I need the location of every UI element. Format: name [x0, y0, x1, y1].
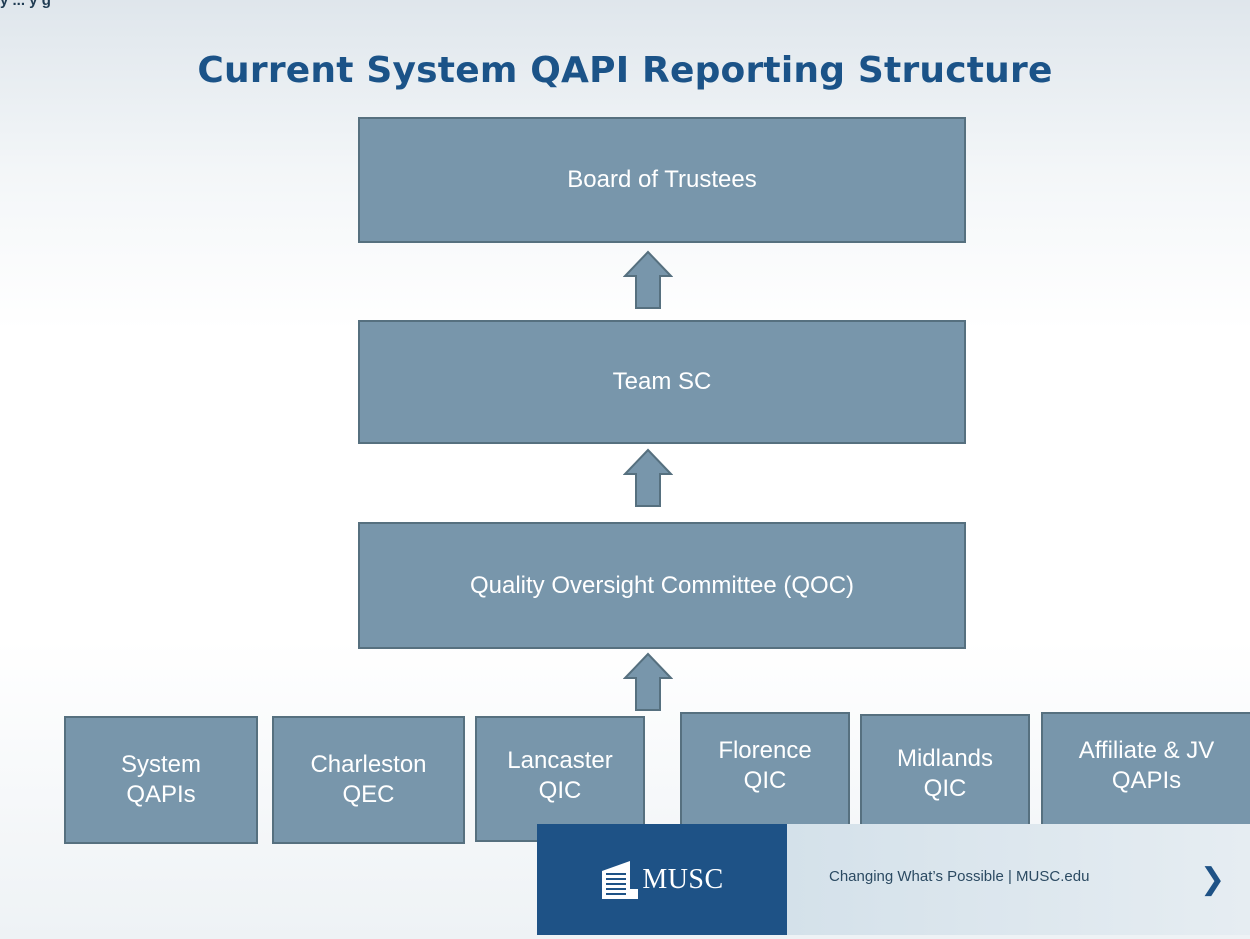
building-icon [602, 860, 639, 899]
node-florence-qic: Florence QIC [680, 712, 850, 837]
footer-tagline[interactable]: Changing What’s Possible | MUSC.edu [829, 868, 1090, 885]
musc-logo[interactable]: MUSC [537, 824, 787, 935]
node-label-line2: QAPIs [1111, 767, 1182, 794]
logo-text: MUSC [642, 863, 724, 895]
node-affiliate-jv-qapis: Affiliate & JV QAPIs [1041, 712, 1250, 837]
node-label-line1: Affiliate & JV [1078, 737, 1215, 764]
node-label: Quality Oversight Committee (QOC) [469, 571, 855, 599]
node-label-line1: Lancaster [507, 747, 613, 774]
node-charleston-qec: Charleston QEC [272, 716, 465, 844]
node-board-of-trustees: Board of Trustees [358, 117, 966, 243]
header-fragment: y ... y g [0, 0, 51, 9]
arrow-up-icon [623, 250, 673, 309]
node-label-line2: QIC [538, 777, 582, 804]
node-lancaster-qic: Lancaster QIC [475, 716, 645, 842]
arrow-up-icon [623, 652, 673, 711]
node-label-line2: QEC [342, 781, 395, 808]
node-team-sc: Team SC [358, 320, 966, 444]
arrow-up-icon [623, 448, 673, 507]
node-label-line1: Midlands [896, 745, 994, 772]
footer-bar: Changing What’s Possible | MUSC.edu ❯ [787, 824, 1250, 935]
node-system-qapis: System QAPIs [64, 716, 258, 844]
node-label: Team SC [612, 368, 712, 395]
node-label: Board of Trustees [567, 166, 757, 193]
node-midlands-qic: Midlands QIC [860, 714, 1030, 839]
node-label-line2: QIC [923, 775, 967, 802]
node-label-line1: Florence [718, 737, 812, 764]
node-label-line2: QIC [743, 767, 787, 794]
node-label-line1: Charleston [310, 751, 427, 778]
chevron-right-icon[interactable]: ❯ [1200, 862, 1226, 897]
node-label-line2: QAPIs [126, 781, 196, 808]
node-quality-oversight-committee: Quality Oversight Committee (QOC) [358, 522, 966, 649]
page-title: Current System QAPI Reporting Structure [197, 50, 1053, 91]
node-label-line1: System [120, 751, 201, 778]
